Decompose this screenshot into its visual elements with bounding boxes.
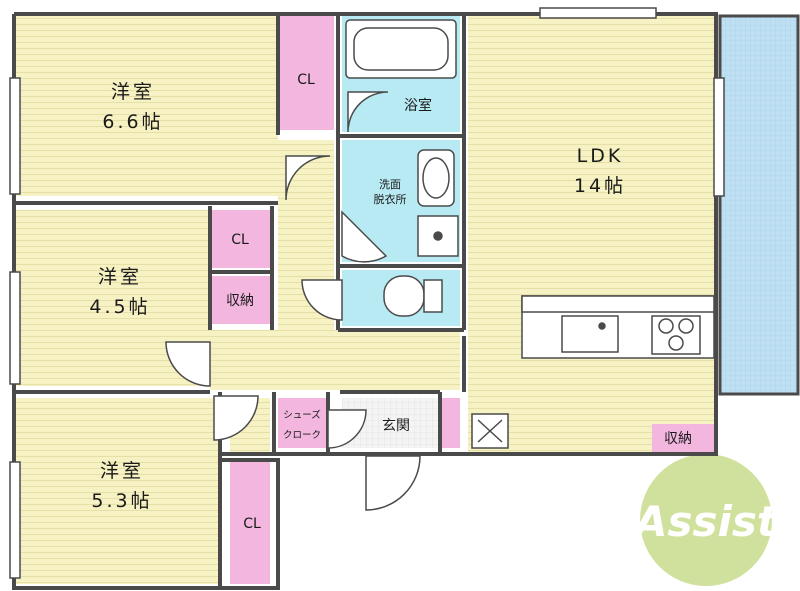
- toilet-tank: [423, 279, 443, 313]
- door-b: [165, 341, 211, 387]
- door-shoe: [327, 409, 367, 449]
- burner-2: [678, 318, 694, 334]
- room-western-c-size: 5.3帖: [91, 490, 152, 512]
- door-entrance: [365, 455, 421, 511]
- ldk-name: LDK: [577, 145, 624, 167]
- window-b: [9, 271, 21, 385]
- windows: [9, 7, 725, 579]
- washroom-label-1: 洗面: [379, 178, 401, 191]
- fixtures: [345, 19, 715, 449]
- outer-wall-top-right: [14, 12, 718, 456]
- closet-a: [278, 16, 334, 130]
- logo-text: Assist: [632, 497, 779, 546]
- storage-ldk-label: 収納: [664, 431, 692, 447]
- toilet-bowl: [383, 275, 425, 317]
- shoe-closet: [278, 398, 326, 448]
- room-western-b-name: 洋室: [98, 266, 142, 288]
- counter-top: [521, 295, 715, 313]
- washroom-label-2: 脱衣所: [374, 192, 407, 206]
- window-ldk-right: [713, 77, 725, 197]
- floors: [16, 16, 714, 584]
- storage-ldk: [652, 424, 714, 452]
- storage-b-label: 収納: [226, 293, 254, 309]
- labels: 洋室 6.6帖 洋室 4.5帖 洋室 5.3帖 LDK 14帖 CL CL 収納…: [89, 72, 692, 532]
- bathroom-label: 浴室: [404, 97, 432, 114]
- door-toilet: [301, 279, 343, 321]
- closet-b: [210, 210, 270, 268]
- doors: [165, 91, 421, 511]
- balcony: [718, 14, 800, 396]
- door-c: [213, 395, 259, 441]
- door-wash: [341, 210, 388, 263]
- room-western-b-size: 4.5帖: [89, 296, 150, 318]
- floor-drain-x2: [477, 419, 503, 443]
- entrance-closet: [442, 398, 460, 448]
- door-bath: [347, 91, 389, 133]
- hallway-floor: [210, 330, 460, 390]
- room-western-c-floor: [16, 398, 220, 584]
- room-western-c-name: 洋室: [100, 460, 144, 482]
- closets: [210, 16, 714, 584]
- outer-wall-left-bottom: [12, 14, 280, 590]
- burner-3: [668, 335, 684, 351]
- closet-a-label: CL: [297, 72, 315, 88]
- assist-logo: Assist: [632, 454, 779, 586]
- closet-c: [230, 462, 270, 584]
- drain: [433, 231, 443, 241]
- sink: [561, 315, 619, 353]
- closet-b-label: CL: [231, 232, 249, 248]
- burner-1: [658, 318, 674, 334]
- window-c: [9, 461, 21, 579]
- shoe-closet-label-2: クローク: [283, 430, 321, 441]
- genkan-label: 玄関: [382, 417, 410, 434]
- window-ldk-top: [539, 7, 657, 19]
- logo-circle: [640, 454, 772, 586]
- ldk-size: 14帖: [574, 175, 626, 197]
- wash-bowl: [422, 157, 450, 199]
- storage-b: [210, 276, 270, 324]
- room-western-a-name: 洋室: [111, 81, 155, 103]
- shoe-closet-label-1: シューズ: [283, 409, 321, 421]
- room-western-a-floor: [16, 16, 278, 196]
- closet-c-label: CL: [243, 516, 261, 532]
- room-western-a-size: 6.6帖: [102, 111, 163, 133]
- faucet: [598, 322, 606, 330]
- bathtub-basin: [353, 27, 449, 71]
- ldk-floor: [468, 16, 714, 452]
- window-a: [9, 77, 21, 195]
- door-a: [285, 155, 331, 201]
